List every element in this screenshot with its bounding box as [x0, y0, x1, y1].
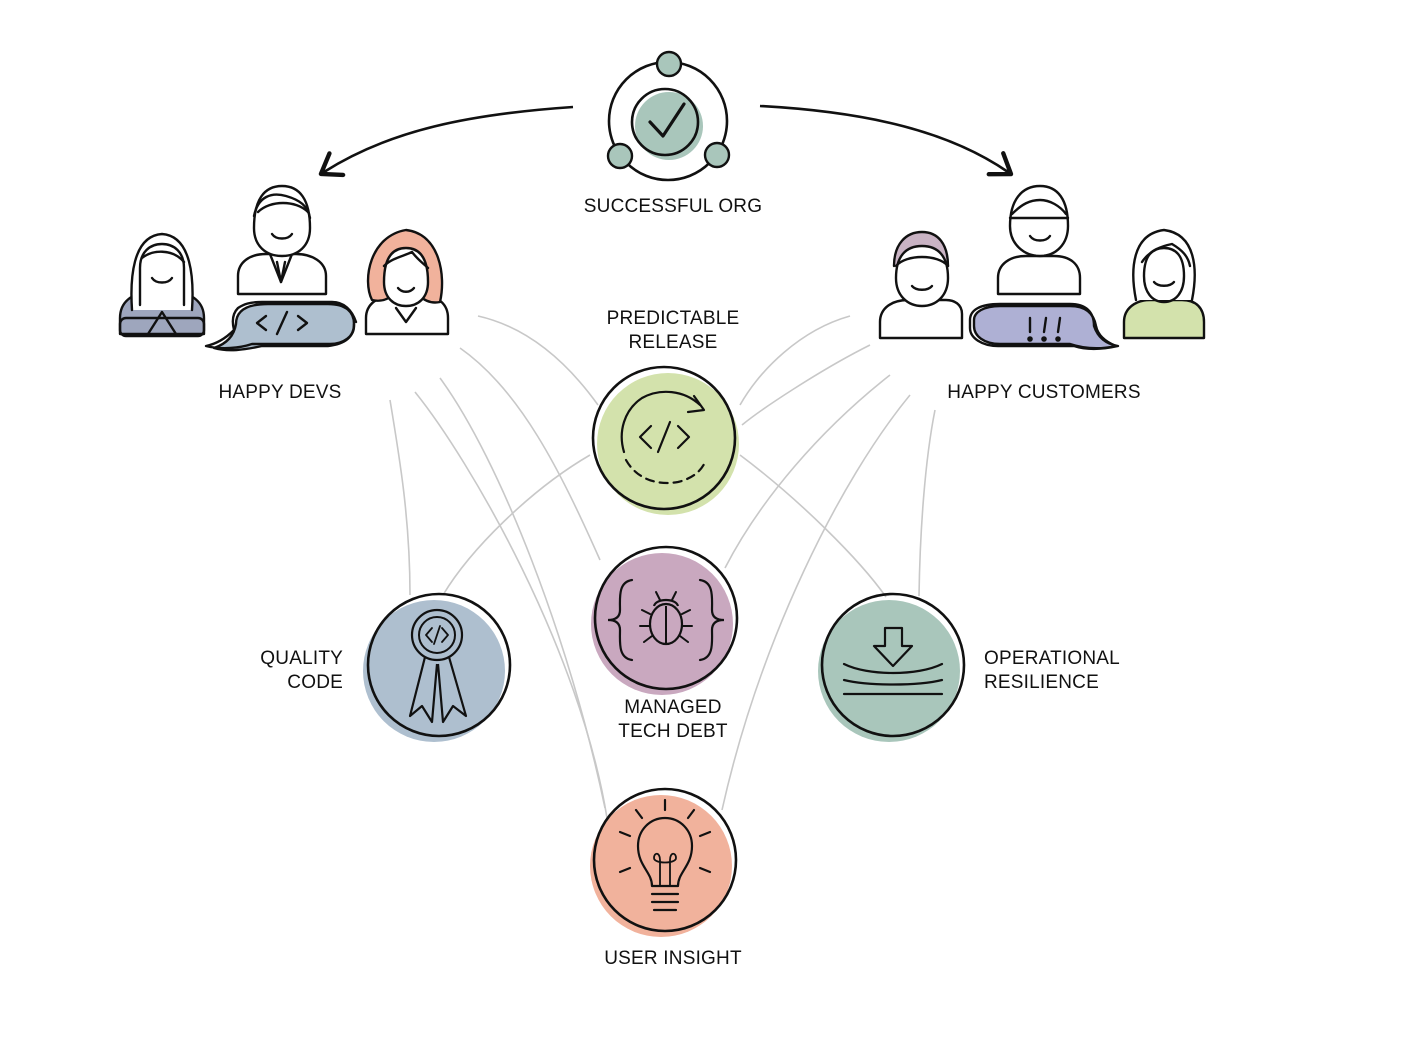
managed-tech-debt-icon: [591, 545, 739, 695]
quality-code-line2: CODE: [287, 672, 343, 693]
operational-resilience-icon: [818, 592, 966, 742]
connector-customers-to-release-2: [741, 344, 871, 426]
managed-tech-debt-line2: TECH DEBT: [618, 721, 728, 742]
managed-tech-debt-label: MANAGED TECH DEBT: [618, 696, 727, 744]
operational-resilience-label: OPERATIONAL RESILIENCE: [984, 647, 1120, 695]
successful-org-label: SUCCESSFUL ORG: [584, 195, 762, 219]
happy-customers-icon: [878, 184, 1206, 351]
successful-org-icon: [606, 50, 731, 182]
arrow-to-customers: [759, 104, 1014, 177]
predictable-release-icon: [591, 365, 739, 515]
dev-woman-right-icon: [364, 228, 450, 336]
exclamation-speech-bubble-icon: [968, 302, 1120, 351]
operational-resilience-line2: RESILIENCE: [984, 672, 1099, 693]
quality-code-label: QUALITY CODE: [230, 647, 343, 695]
customer-left-icon: [878, 230, 964, 340]
operational-resilience-line1: OPERATIONAL: [984, 648, 1120, 669]
customer-middle-icon: [996, 184, 1082, 296]
happy-customers-label: HAPPY CUSTOMERS: [947, 381, 1140, 405]
connector-release-to-resilience: [739, 454, 887, 598]
arrow-to-devs: [318, 105, 574, 178]
customer-right-icon: [1122, 228, 1206, 340]
predictable-release-line1: PREDICTABLE: [606, 308, 740, 329]
managed-tech-debt-line1: MANAGED: [624, 697, 722, 718]
dev-man-middle-icon: [236, 184, 328, 296]
user-insight-icon: [590, 787, 738, 937]
connector-customers-to-techdebt: [724, 374, 891, 569]
quality-code-icon: [363, 592, 512, 742]
happy-devs-label: HAPPY DEVS: [218, 381, 341, 405]
connector-customers-to-release: [739, 315, 851, 406]
predictable-release-line2: RELEASE: [628, 332, 718, 353]
quality-code-line1: QUALITY: [260, 648, 343, 669]
dev-woman-left-icon: [118, 232, 206, 338]
connector-devs-to-release: [477, 315, 599, 406]
connector-devs-to-techdebt: [459, 347, 601, 561]
successful-org-text: SUCCESSFUL ORG: [583, 196, 763, 217]
connector-lines: [389, 315, 936, 819]
predictable-release-label: PREDICTABLE RELEASE: [607, 307, 740, 355]
user-insight-text: USER INSIGHT: [604, 948, 742, 969]
happy-devs-text: HAPPY DEVS: [218, 382, 342, 403]
connector-devs-to-quality: [389, 399, 411, 596]
happy-devs-icon: [118, 184, 450, 352]
happy-customers-text: HAPPY CUSTOMERS: [947, 382, 1141, 403]
connector-customers-to-insight: [721, 394, 911, 811]
connector-customers-to-resilience: [918, 409, 936, 597]
user-insight-label: USER INSIGHT: [604, 947, 742, 971]
code-speech-bubble-icon: [204, 300, 358, 352]
connector-devs-to-insight-2: [439, 377, 606, 809]
connector-release-to-quality: [442, 454, 591, 596]
